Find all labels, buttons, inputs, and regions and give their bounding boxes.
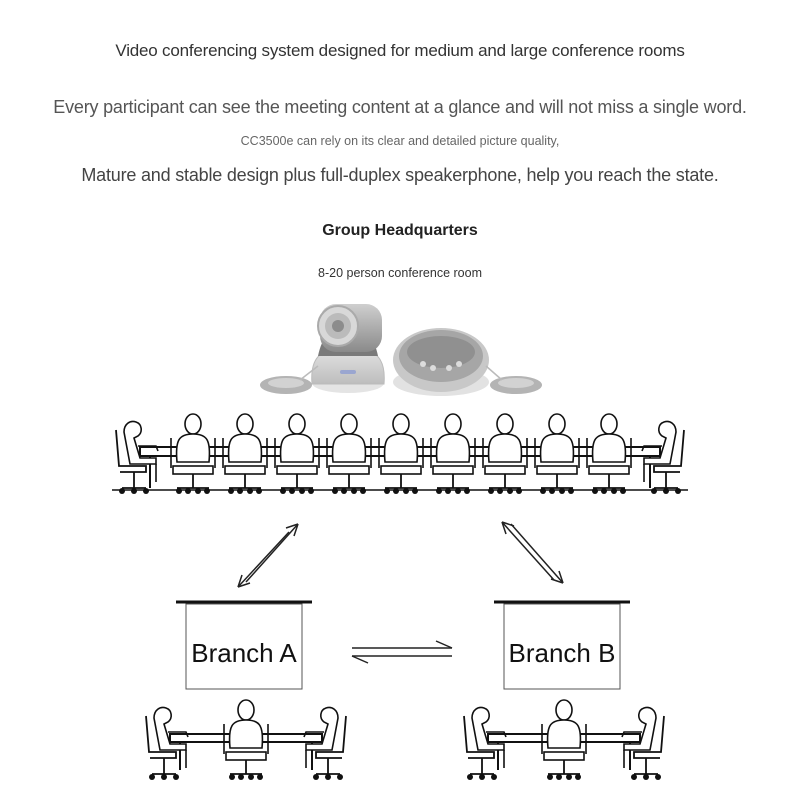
branch-b-table	[463, 699, 665, 781]
branch-a-screen: Branch A	[176, 600, 312, 690]
hq-title: Group Headquarters	[322, 222, 478, 239]
headline: Video conferencing system designed for m…	[115, 41, 685, 60]
branch-b-screen: Branch B	[494, 600, 630, 690]
bidirectional-arrows-icon	[501, 521, 564, 584]
hq-side-person-right	[641, 420, 685, 495]
description-line-2: CC3500e can rely on its clear and detail…	[240, 134, 560, 148]
hq-front-people	[170, 413, 632, 495]
expansion-mic-icon	[485, 365, 542, 394]
bidirectional-arrows-icon	[351, 640, 453, 664]
description-line-3: Mature and stable design plus full-duple…	[81, 165, 719, 185]
description-line-1: Every participant can see the meeting co…	[53, 97, 747, 117]
hq-subtitle: 8-20 person conference room	[318, 266, 482, 280]
speakerphone-hub-icon	[393, 328, 489, 396]
bidirectional-arrows-icon	[237, 523, 299, 588]
expansion-mic-icon	[260, 365, 319, 394]
branch-b-label: Branch B	[509, 638, 616, 668]
ptz-camera-icon	[311, 304, 385, 393]
branch-a-table	[145, 699, 347, 781]
branch-a-label: Branch A	[191, 638, 297, 668]
hq-side-person-left	[115, 420, 159, 495]
